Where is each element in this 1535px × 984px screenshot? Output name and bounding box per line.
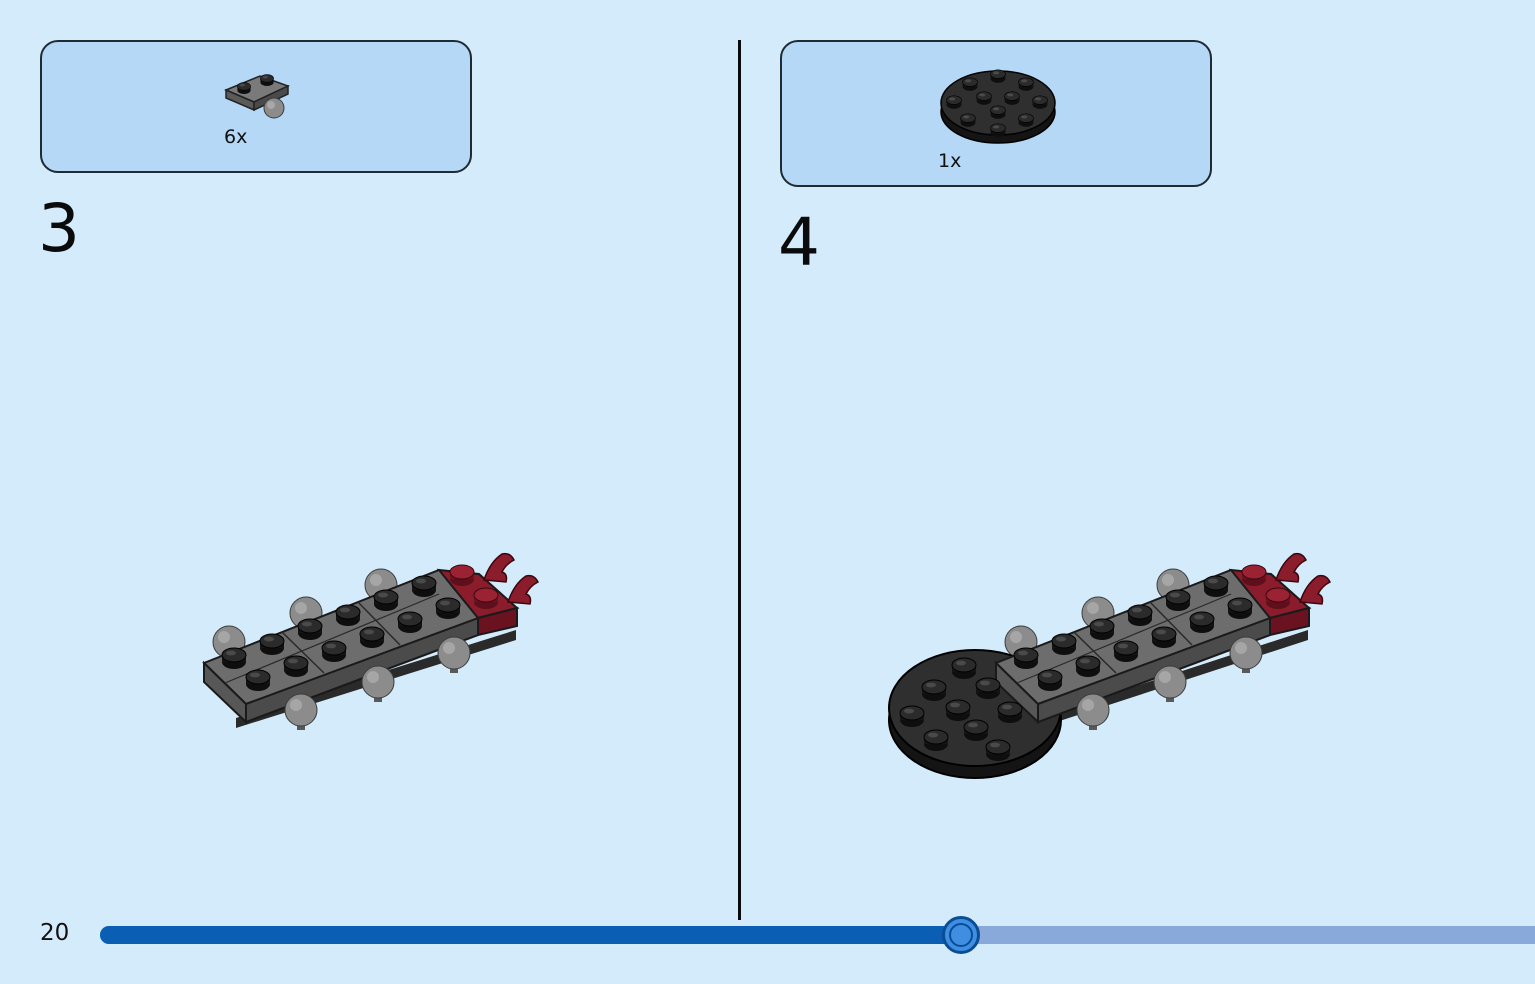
progress-bar xyxy=(100,916,1535,954)
progress-indicator-knob[interactable] xyxy=(942,916,980,954)
part-quantity: 6x xyxy=(224,126,248,148)
page-number: 20 xyxy=(40,920,70,946)
step-number: 4 xyxy=(778,204,820,281)
parts-callout-step-4: 1x xyxy=(780,40,1212,187)
step-divider xyxy=(738,40,741,920)
step-4-build-illustration xyxy=(888,552,1332,779)
dark-gray-plate-with-ball-icon xyxy=(224,74,290,119)
step-number: 3 xyxy=(38,190,80,267)
part-quantity: 1x xyxy=(938,150,962,172)
parts-callout-step-3: 6x xyxy=(40,40,472,173)
progress-fill xyxy=(100,926,961,944)
black-round-plate-icon xyxy=(940,69,1056,144)
step-3-build-illustration xyxy=(202,552,540,731)
